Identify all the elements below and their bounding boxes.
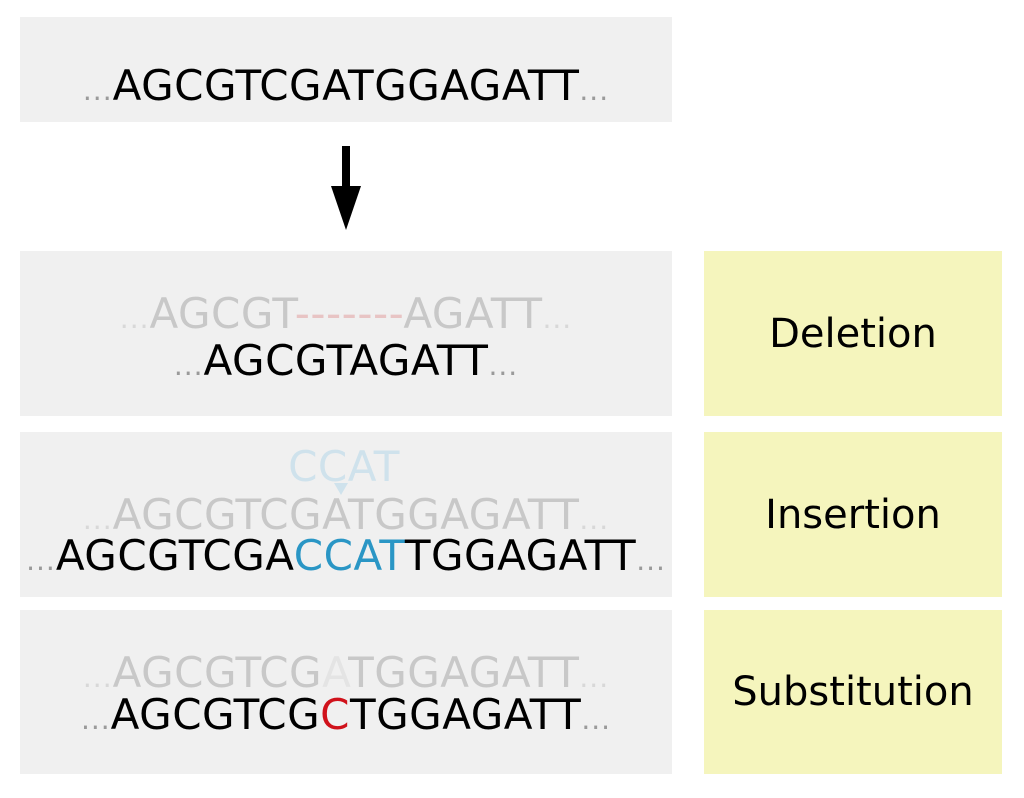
insertion-result: ...AGCGTCGACCATTGGAGATT... xyxy=(20,535,672,577)
ellipsis: ... xyxy=(82,661,113,694)
ellipsis: ... xyxy=(579,503,610,536)
deleted-gap: ------- xyxy=(294,289,404,338)
original-sequence: ...AGCGTCGATGGAGATT... xyxy=(20,65,672,107)
sequence-left: AGCGTCG xyxy=(110,690,321,739)
ellipsis: ... xyxy=(82,74,113,107)
deletion-box: ...AGCGT-------AGATT... ...AGCGTAGATT... xyxy=(20,251,672,416)
ellipsis: ... xyxy=(119,302,150,335)
substitution-result: ...AGCGTCGCTGGAGATT... xyxy=(20,694,672,736)
sequence-right: TGGAGATT xyxy=(349,690,582,739)
inserted-bases: CCAT xyxy=(293,531,405,580)
insertion-box: CCAT ...AGCGTCGATGGAGATT... ...AGCGTCGAC… xyxy=(20,432,672,597)
sequence-left: AGCGTCG xyxy=(112,648,323,697)
ellipsis: ... xyxy=(636,544,666,577)
insertion-label: Insertion xyxy=(704,432,1002,597)
sequence-text: AGCGTCGATGGAGATT xyxy=(112,490,580,539)
deletion-result: ...AGCGTAGATT... xyxy=(20,340,672,382)
ellipsis: ... xyxy=(579,661,610,694)
insertion-reference: ...AGCGTCGATGGAGATT... xyxy=(20,494,672,536)
sequence-text: AGCGTCGATGGAGATT xyxy=(112,61,580,110)
original-sequence-box: ...AGCGTCGATGGAGATT... xyxy=(20,17,672,122)
replaced-base: A xyxy=(322,648,349,697)
ellipsis: ... xyxy=(26,544,56,577)
ellipsis: ... xyxy=(82,503,113,536)
substitution-box: ...AGCGTCGATGGAGATT... ...AGCGTCGCTGGAGA… xyxy=(20,610,672,774)
ellipsis: ... xyxy=(173,349,204,382)
deletion-reference: ...AGCGT-------AGATT... xyxy=(20,293,672,335)
sequence-text: AGCGTAGATT xyxy=(203,336,489,385)
sequence-right: TGGAGATT xyxy=(404,531,637,580)
ellipsis: ... xyxy=(579,74,610,107)
ellipsis: ... xyxy=(542,302,573,335)
sequence-left: AGCGT xyxy=(149,289,295,338)
sequence-left: AGCGTCGA xyxy=(55,531,294,580)
insertion-point-icon xyxy=(334,483,348,495)
ellipsis: ... xyxy=(80,703,111,736)
down-arrow-icon xyxy=(331,146,361,230)
inserted-fragment: CCAT xyxy=(288,442,400,491)
substitution-label: Substitution xyxy=(704,610,1002,774)
substituted-base: C xyxy=(320,690,350,739)
substitution-reference: ...AGCGTCGATGGAGATT... xyxy=(20,652,672,694)
sequence-right: TGGAGATT xyxy=(348,648,580,697)
ellipsis: ... xyxy=(488,349,519,382)
deletion-label: Deletion xyxy=(704,251,1002,416)
sequence-right: AGATT xyxy=(403,289,543,338)
ellipsis: ... xyxy=(581,703,612,736)
